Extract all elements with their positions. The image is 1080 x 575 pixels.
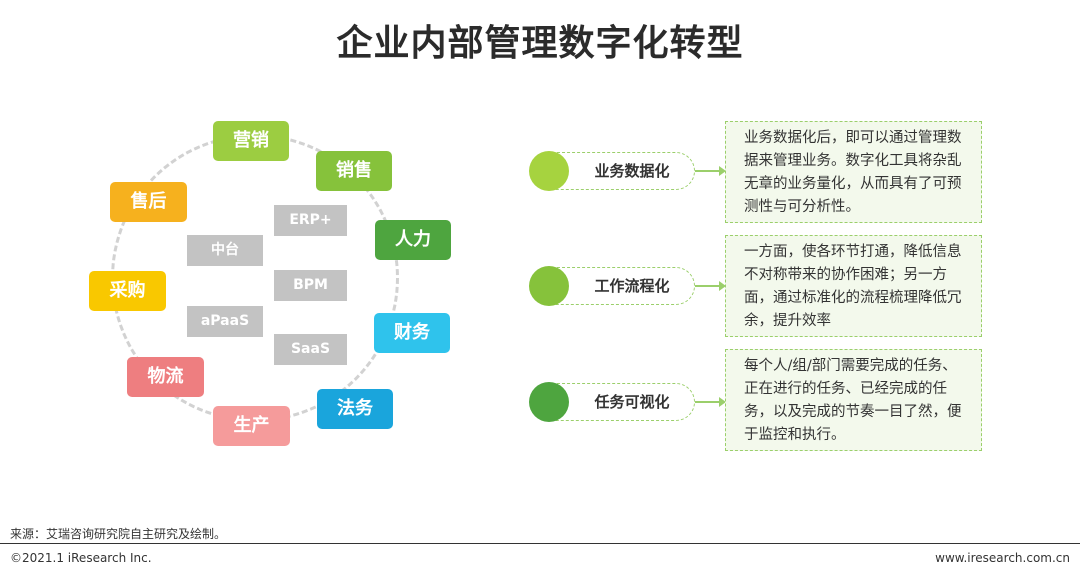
source-note: 来源：艾瑞咨询研究院自主研究及绘制。 xyxy=(10,527,227,541)
ring-item-sales: 销售 xyxy=(316,151,392,191)
website-link[interactable]: www.iresearch.com.cn xyxy=(935,551,1070,565)
ring-item-production: 生产 xyxy=(213,406,290,446)
inner-item-saas: SaaS xyxy=(274,334,347,365)
inner-item-bpm: BPM xyxy=(274,270,347,301)
ring-item-logistics: 物流 xyxy=(127,357,204,397)
ring-item-legal: 法务 xyxy=(317,389,393,429)
ring-item-procurement: 采购 xyxy=(89,271,166,311)
section-desc-visual: 每个人/组/部门需要完成的任务、正在进行的任务、已经完成的任务，以及完成的节奏一… xyxy=(725,349,982,451)
section-desc-data: 业务数据化后，即可以通过管理数据来管理业务。数字化工具将杂乱无章的业务量化，从而… xyxy=(725,121,982,223)
section-label-data: 业务数据化 xyxy=(594,162,670,180)
inner-item-erp: ERP+ xyxy=(274,205,347,236)
copyright: ©2021.1 iResearch Inc. xyxy=(10,551,152,565)
ring-item-finance: 财务 xyxy=(374,313,450,353)
section-dot-visual xyxy=(529,382,569,422)
ring-item-hr: 人力 xyxy=(375,220,451,260)
footer-divider xyxy=(0,543,1080,544)
arrow-icon xyxy=(695,166,726,176)
arrow-icon xyxy=(695,281,726,291)
ring-item-after-sales: 售后 xyxy=(110,182,187,222)
section-dot-data xyxy=(529,151,569,191)
section-label-workflow: 工作流程化 xyxy=(594,277,670,295)
ring-item-marketing: 营销 xyxy=(213,121,289,161)
section-dot-workflow xyxy=(529,266,569,306)
inner-item-apaas: aPaaS xyxy=(187,306,263,337)
section-desc-workflow: 一方面，使各环节打通，降低信息不对称带来的协作困难；另一方面，通过标准化的流程梳… xyxy=(725,235,982,337)
inner-item-middle-platform: 中台 xyxy=(187,235,263,266)
section-label-visual: 任务可视化 xyxy=(594,393,670,411)
page-title: 企业内部管理数字化转型 xyxy=(336,23,744,64)
arrow-icon xyxy=(695,397,726,407)
